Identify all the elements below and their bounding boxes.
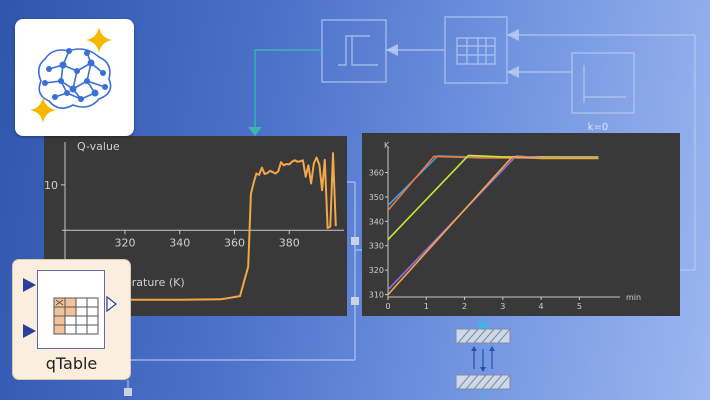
y-tick-label: 310 [369, 291, 384, 300]
temperature-series-line-5 [387, 155, 599, 296]
x-axis-label: min [626, 293, 641, 302]
arrowhead-icon [386, 44, 398, 56]
output-port-icon [106, 296, 117, 312]
qtable-block[interactable]: qTable [12, 259, 131, 380]
input-port-icon [23, 278, 36, 292]
x-tick-label: 5 [577, 302, 582, 311]
qtable-block-label: qTable [45, 354, 98, 373]
constant-block[interactable] [571, 52, 635, 114]
qvalue-chart-panel: 320 340 360 380 10 Q-value perature (K) [44, 136, 347, 316]
y-tick-label: 340 [369, 217, 384, 226]
ai-brain-sparkle-icon [30, 27, 112, 123]
qtable-block-body [37, 270, 105, 349]
x-tick-label: 0 [385, 302, 390, 311]
x-axis-label: perature (K) [118, 276, 185, 289]
y-tick-label: 350 [369, 193, 384, 202]
y-axis-label: Q-value [77, 140, 120, 153]
y-tick-label: 320 [369, 266, 384, 275]
relay-icon [338, 35, 370, 66]
constant-value-label: k=0 [588, 122, 609, 133]
input-ports [23, 278, 36, 338]
relay-block[interactable] [321, 19, 387, 83]
table-icon [53, 297, 99, 335]
input-port-icon [23, 324, 36, 338]
x-tick-label: 360 [224, 236, 245, 249]
temperature-series-line-3 [387, 154, 599, 241]
x-tick-label: 4 [539, 302, 544, 311]
qvalue-chart: 320 340 360 380 10 Q-value perature (K) [44, 140, 344, 312]
signal-line [254, 49, 322, 128]
x-tick-label: 340 [169, 236, 190, 249]
temperature-series-line-2 [387, 155, 599, 211]
y-tick-label: 10 [44, 179, 58, 192]
x-tick-label: 1 [424, 302, 429, 311]
inport-icon [248, 127, 262, 136]
y-tick-label: 330 [369, 242, 384, 251]
y-tick-label: 360 [369, 169, 384, 178]
y-axis-label: K [384, 141, 390, 150]
heat-exchanger-block[interactable] [455, 318, 511, 400]
x-tick-label: 2 [462, 302, 467, 311]
x-tick-label: 3 [500, 302, 505, 311]
ai-logo-card [15, 19, 134, 136]
temperature-series-line-4 [387, 155, 599, 291]
lookup-table-block[interactable] [444, 16, 508, 84]
x-tick-label: 320 [114, 236, 135, 249]
qvalue-series-line [64, 152, 337, 301]
x-tick-label: 380 [279, 236, 300, 249]
